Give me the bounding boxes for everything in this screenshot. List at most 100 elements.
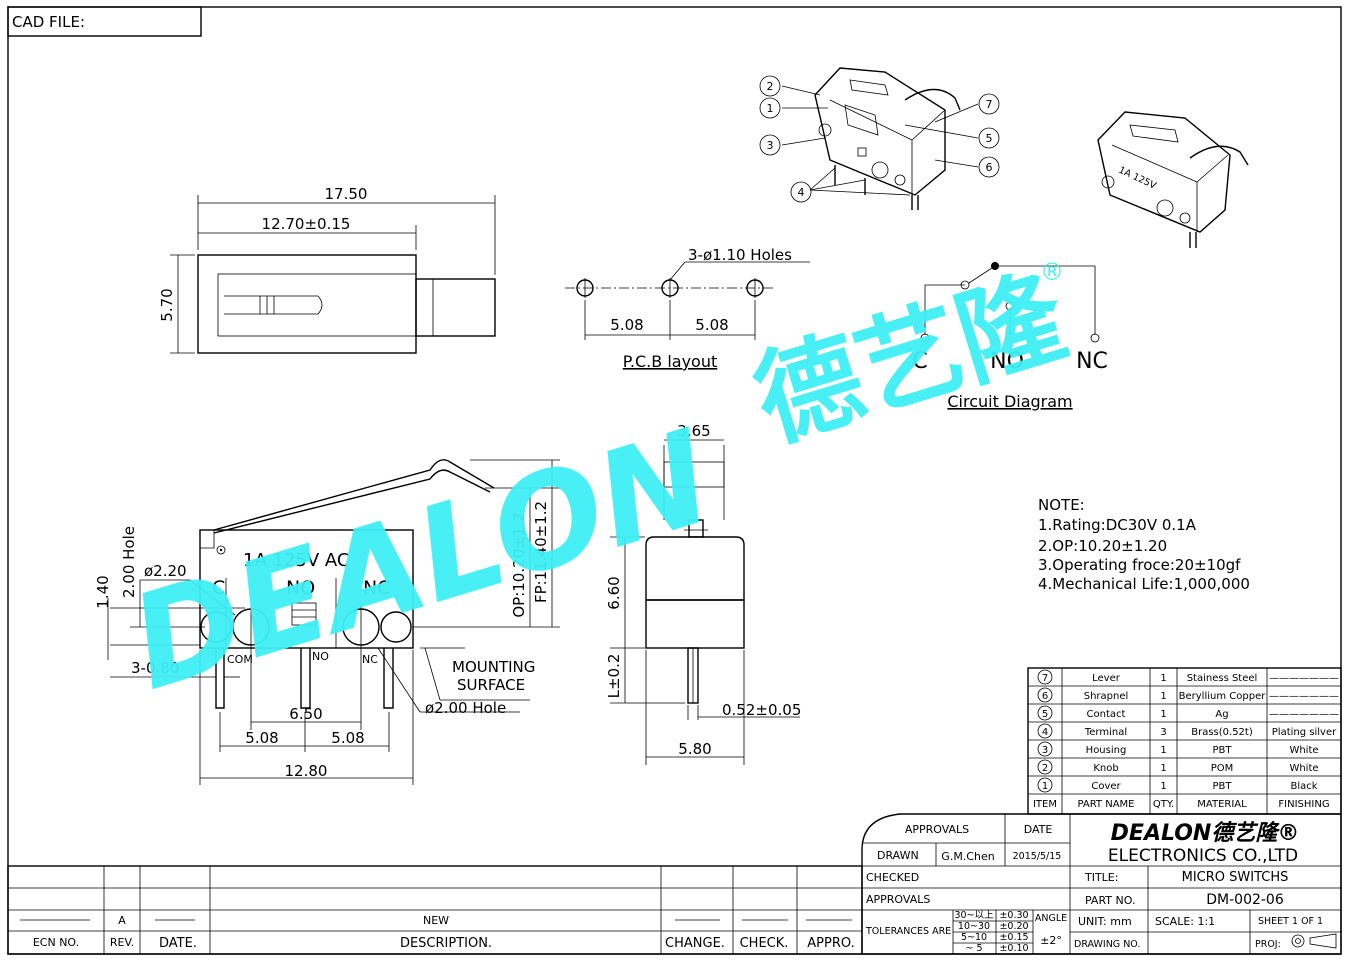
parts-cell-material: Ag — [1215, 709, 1228, 720]
parts-cell-material: PBT — [1213, 745, 1233, 756]
parts-cell-qty: 3 — [1160, 727, 1166, 738]
parts-table-row: 5 Contact 1 Ag ——————— — [1037, 705, 1339, 721]
svg-text:4: 4 — [798, 186, 805, 199]
parts-cell-qty: 1 — [1160, 691, 1166, 702]
dim-dia-2-00-hole: ø2.00 Hole — [425, 699, 506, 717]
dim-6-50: 6.50 — [289, 705, 322, 723]
pin-no: NO — [312, 650, 329, 663]
pcb-layout: 3-ø1.10 Holes 5.08 5.08 P.C.B layout — [565, 246, 810, 371]
parts-cell-item: 5 — [1042, 709, 1048, 720]
parts-cell-item: 3 — [1042, 745, 1048, 756]
item-number-circle — [1037, 687, 1053, 703]
parts-cell-item: 2 — [1042, 763, 1048, 774]
item-number-circle — [1037, 723, 1053, 739]
pin-com: COM — [227, 653, 253, 666]
tol-range-2: 10~30 — [958, 921, 990, 932]
parts-cell-finishing: ——————— — [1269, 709, 1339, 720]
watermark-chinese: 德艺隆 — [742, 255, 1080, 464]
parts-cell-qty: 1 — [1160, 709, 1166, 720]
parts-cell-name: Contact — [1087, 709, 1126, 720]
dim-6-60: 6.60 — [605, 576, 623, 609]
note-3: 3.Operating froce:20±10gf — [1038, 556, 1241, 574]
proj-label: PROJ: — [1255, 939, 1281, 950]
notes-title: NOTE: — [1038, 496, 1085, 514]
item-number-circle — [1037, 705, 1053, 721]
parts-cell-item: ITEM — [1033, 799, 1057, 810]
dim-0-52: 0.52±0.05 — [722, 701, 801, 719]
tol-range-4: ~ 5 — [965, 943, 982, 954]
rev-head-desc: DESCRIPTION. — [400, 936, 492, 951]
parts-cell-name: Shrapnel — [1084, 691, 1129, 702]
title-label: TITLE: — [1084, 871, 1118, 884]
parts-table-row: 4 Terminal 3 Brass(0.52t) Plating silver — [1037, 723, 1337, 739]
circuit-title: Circuit Diagram — [947, 392, 1072, 411]
part-value: DM-002-06 — [1206, 892, 1284, 908]
callout-2: 2 — [759, 75, 781, 97]
scale-label: SCALE: 1:1 — [1155, 915, 1215, 928]
parts-cell-name: Lever — [1092, 673, 1121, 684]
drawn-by: G.M.Chen — [941, 850, 994, 863]
tol-range-1: 30~以上 — [954, 910, 994, 921]
watermark-reg: ® — [1040, 258, 1064, 286]
title-value: MICRO SWITCHS — [1182, 870, 1289, 885]
rev-head-ecn: ECN NO. — [33, 936, 79, 949]
parts-cell-qty: 1 — [1160, 673, 1166, 684]
callout-7: 7 — [978, 93, 1000, 115]
front-label-nc: NC — [363, 577, 390, 599]
parts-cell-item: 4 — [1042, 727, 1048, 738]
parts-cell-qty: QTY. — [1153, 799, 1174, 810]
parts-cell-name: Terminal — [1084, 727, 1127, 738]
circuit-c: C — [912, 349, 927, 374]
tolerances-label: TOLERANCES ARE — [865, 926, 951, 937]
company-name: ELECTRONICS CO.,LTD — [1108, 846, 1298, 866]
rev-row-rev: A — [118, 914, 126, 927]
item-number-circle — [1037, 741, 1053, 757]
tol-value-1: ±0.30 — [999, 910, 1028, 921]
dim-5-08-b: 5.08 — [331, 729, 364, 747]
item-number-circle — [1037, 759, 1053, 775]
cad-file-box — [7, 6, 202, 37]
watermark-latin: DEALON — [115, 400, 728, 719]
angle-value: ±2° — [1040, 934, 1062, 947]
parts-cell-name: Knob — [1093, 763, 1118, 774]
rev-head-change: CHANGE. — [665, 936, 725, 951]
sheet-label: SHEET 1 OF 1 — [1258, 916, 1323, 927]
dim-17-50: 17.50 — [325, 185, 368, 203]
date-head: DATE — [1024, 823, 1053, 836]
tol-value-3: ±0.15 — [999, 932, 1028, 943]
svg-text:2: 2 — [767, 80, 774, 93]
callout-4: 4 — [790, 181, 812, 203]
rev-head-appro: APPRO. — [807, 936, 854, 951]
dim-5-08-a: 5.08 — [245, 729, 278, 747]
parts-cell-finishing: White — [1289, 763, 1318, 774]
dim-fp: FP:11.40±1.2 — [532, 501, 550, 603]
svg-text:6: 6 — [986, 161, 993, 174]
isometric-view-exploded — [781, 67, 979, 210]
dim-3-65: 3.65 — [677, 422, 710, 440]
dim-op: OP:10.20±1.2 — [510, 512, 528, 617]
company-logo: DEALON德艺隆® — [1111, 821, 1300, 846]
parts-cell-material: Stainess Steel — [1187, 673, 1258, 684]
parts-cell-name: Cover — [1091, 781, 1121, 792]
unit-label: UNIT: mm — [1078, 915, 1132, 928]
surface-label: SURFACE — [457, 676, 525, 694]
parts-cell-finishing: Plating silver — [1272, 727, 1337, 738]
revision-block: A NEW ECN NO. REV. DATE. DESCRIPTION. CH… — [7, 865, 863, 955]
svg-text:1A 125V: 1A 125V — [1117, 165, 1159, 192]
side-view: 3.65 6.60 L±0.2 0.52±0.05 5.80 — [605, 422, 801, 765]
parts-cell-name: Housing — [1086, 745, 1127, 756]
angle-label: ANGLE — [1035, 913, 1067, 924]
dim-l-0-2: L±0.2 — [605, 654, 623, 699]
parts-cell-name: PART NAME — [1077, 799, 1134, 810]
note-2: 2.OP:10.20±1.20 — [1038, 537, 1167, 555]
parts-cell-finishing: ——————— — [1269, 673, 1339, 684]
callout-1: 1 — [759, 97, 781, 119]
parts-cell-material: Brass(0.52t) — [1191, 727, 1253, 738]
front-label-c: C — [212, 577, 225, 599]
dim-dia-2-20: ø2.20 — [144, 562, 187, 580]
front-view: 1A 125V AC C NO NC COM NO NC 1.40 2.00 H… — [94, 459, 560, 785]
